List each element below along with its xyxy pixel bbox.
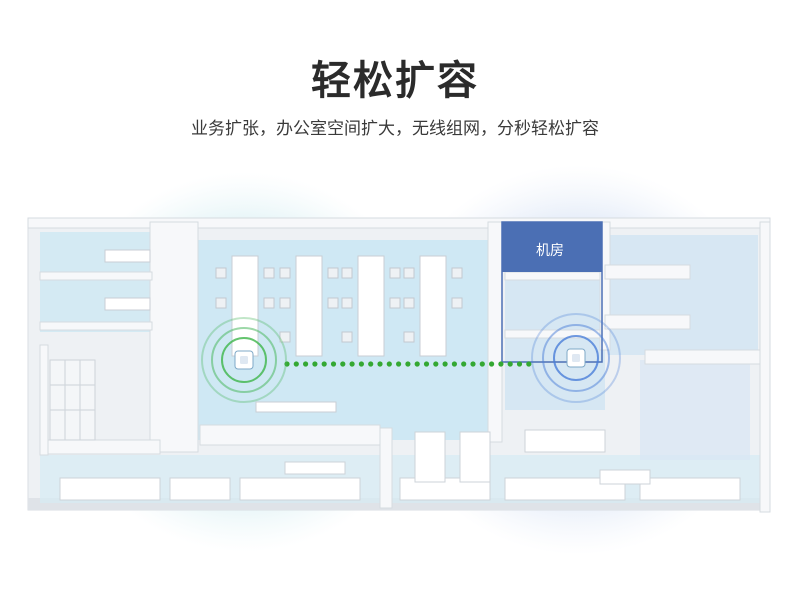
link-dot [349,361,355,367]
wifi-router-green-icon [201,317,287,403]
bottom-workstations [59,429,741,501]
link-dot [479,361,485,367]
page-title: 轻松扩容 [311,58,479,104]
link-dot [516,361,523,367]
link-dot [405,361,411,367]
link-dot [526,361,532,367]
page-subtitle: 业务扩张，办公室空间扩大，无线组网，分秒轻松扩容 [191,119,599,139]
server-room [501,221,603,363]
link-dot [451,361,457,367]
link-dot [433,361,439,367]
wifi-router-blue-icon [531,313,621,403]
desk-clusters [104,249,447,413]
link-dot [442,361,448,367]
link-dot [423,361,430,367]
link-dot [330,361,337,367]
link-dot [396,361,402,367]
link-dot [377,361,383,367]
wireless-link-dots [284,361,532,367]
link-dot [321,361,327,367]
link-dot [470,361,476,367]
link-dot [284,361,290,367]
link-dot [312,361,318,367]
locker-cabinets [49,359,96,441]
link-dot [498,361,504,367]
chairs [215,267,463,343]
office-floorplan-illustration [27,165,773,555]
link-dot [340,361,346,367]
link-dot [368,361,374,367]
link-dot [489,361,495,367]
link-dot [386,361,392,367]
link-dot [414,361,420,367]
link-dot [507,361,513,367]
server-room-label: 机房 [536,243,564,259]
link-dot [303,361,309,367]
link-dot [461,361,467,367]
link-dot [293,361,299,367]
link-dot [358,361,364,367]
